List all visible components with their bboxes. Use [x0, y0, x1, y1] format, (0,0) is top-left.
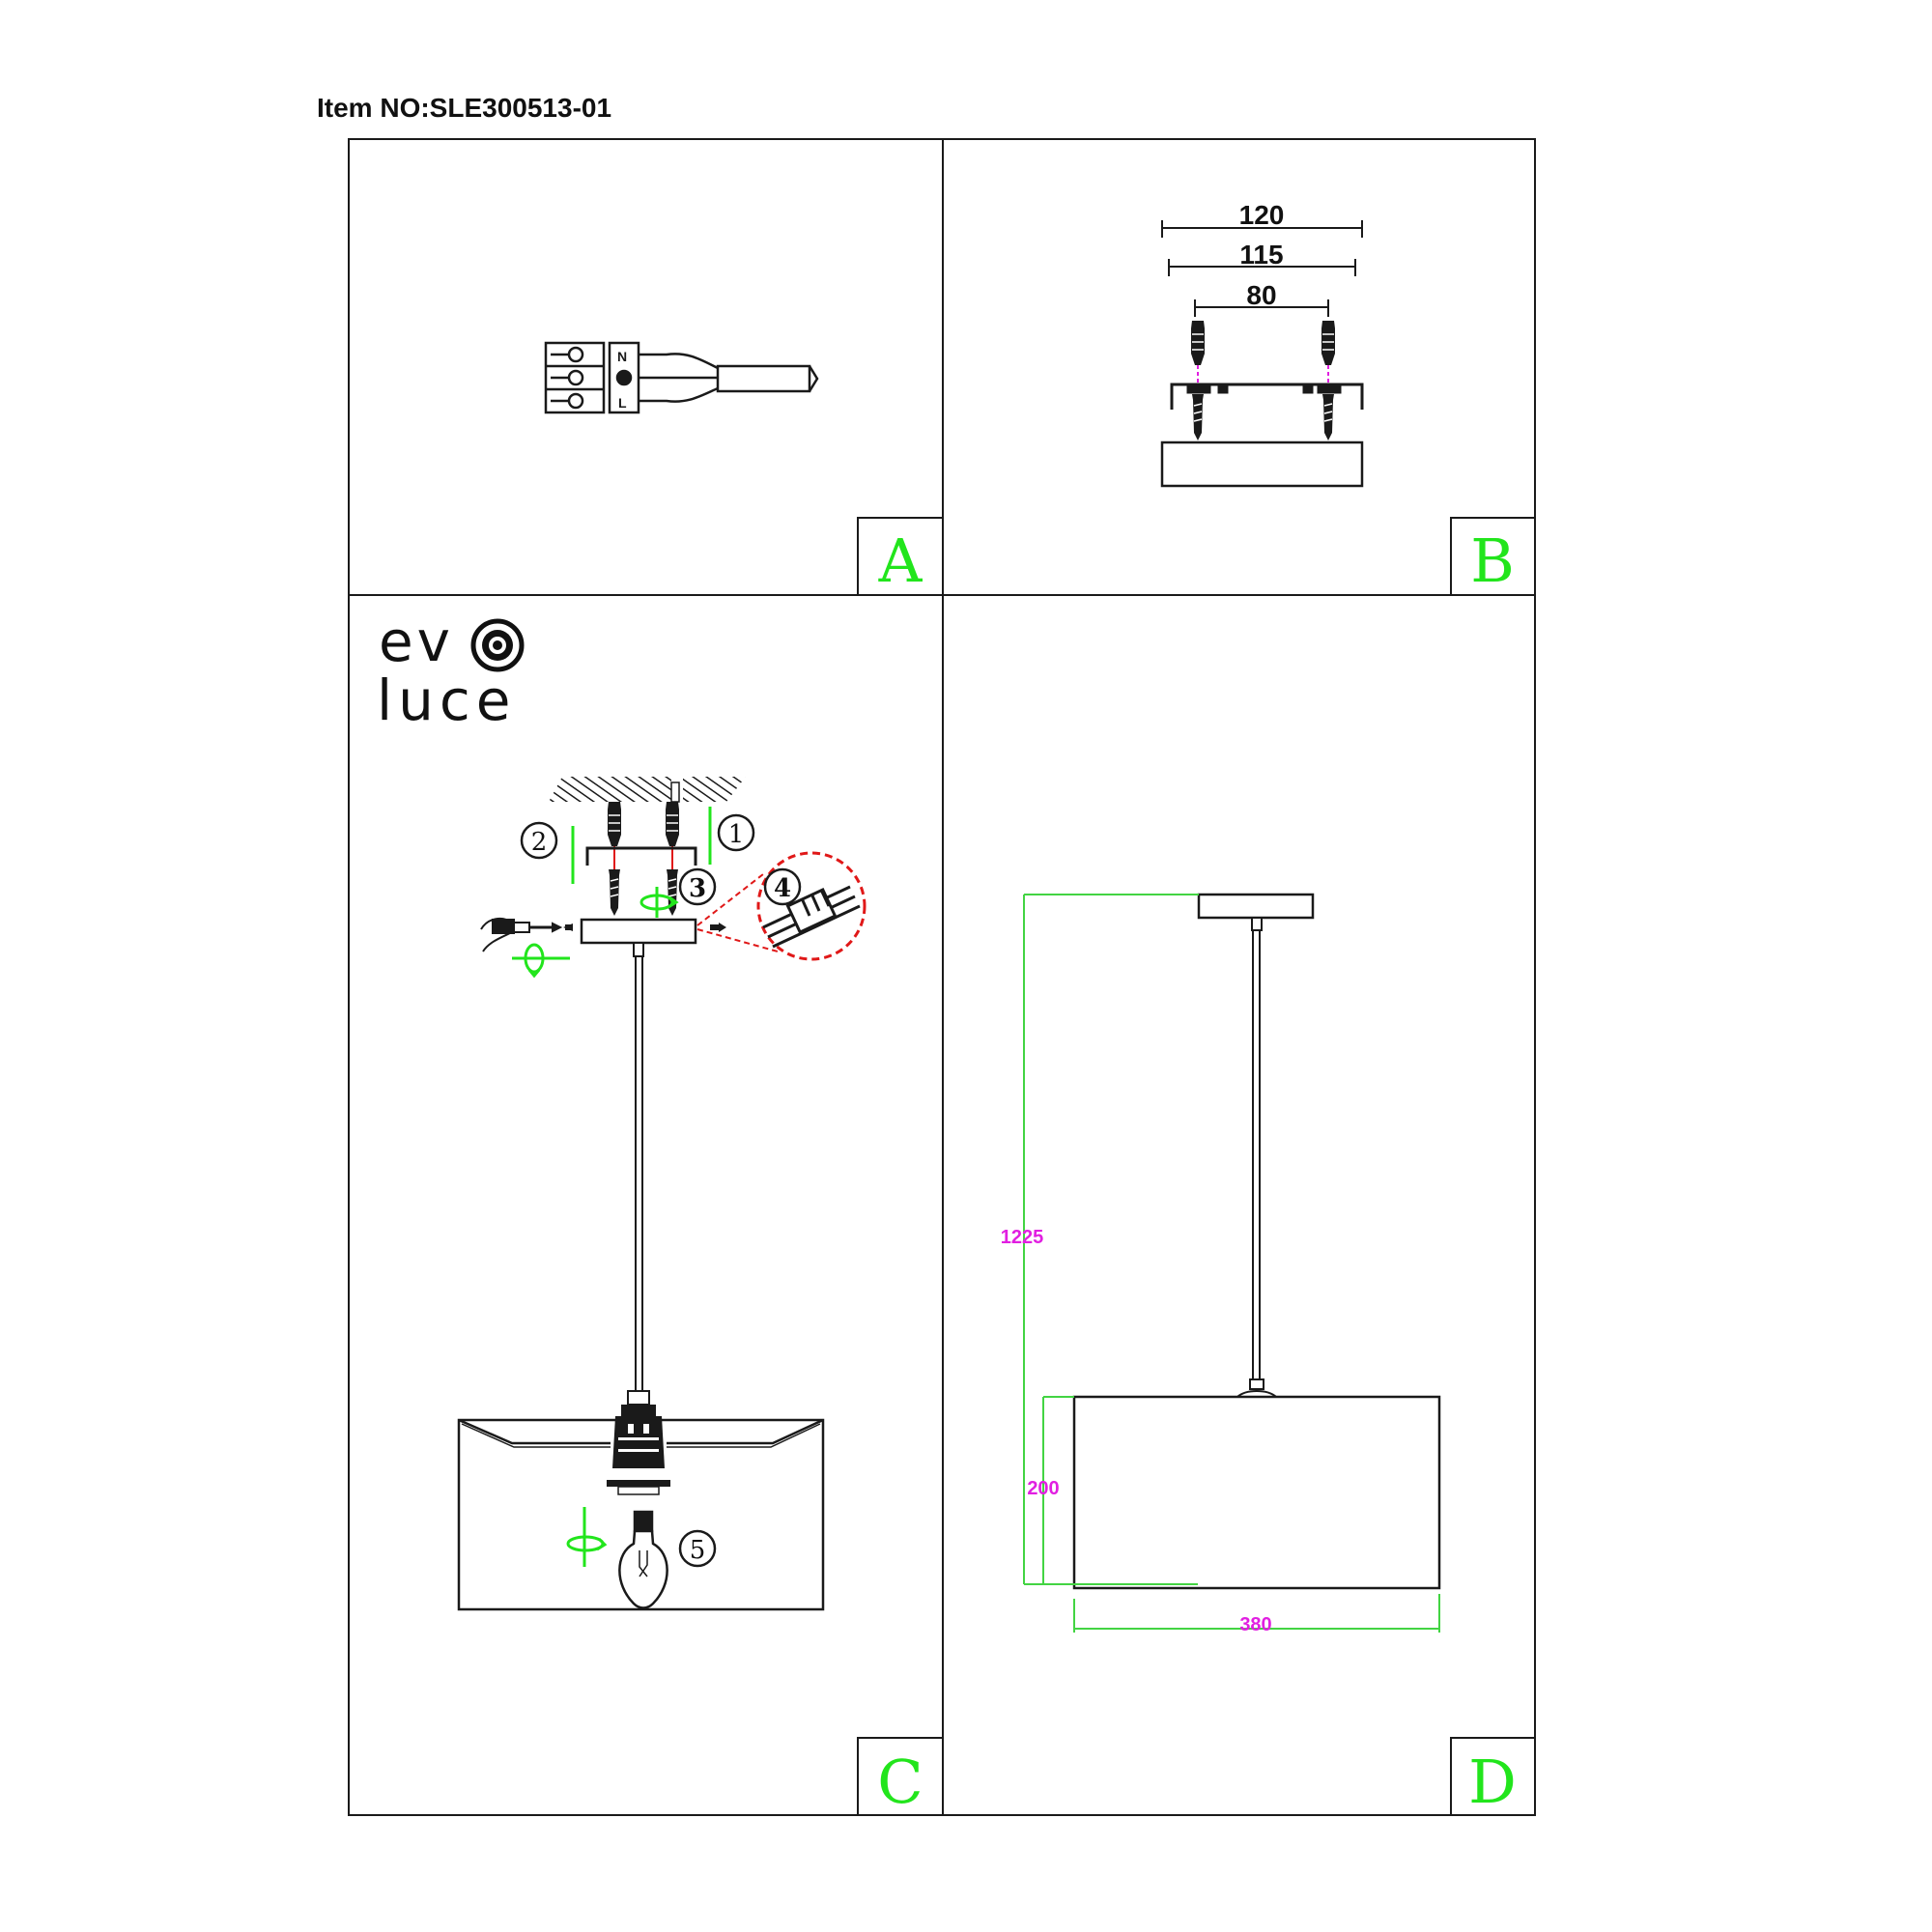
- dim-hole-spacing: 80: [1246, 280, 1276, 310]
- panel-c: 1 2 3: [457, 777, 867, 1611]
- screw-icon: [1321, 393, 1335, 441]
- panel-label-c-box: C: [857, 1737, 944, 1817]
- dimension-lines: [1161, 220, 1363, 317]
- wall-plug-icon: [607, 801, 622, 847]
- wall-plug-icon: [665, 801, 680, 847]
- ceiling-canopy: [1197, 893, 1315, 920]
- dim-shade-height: 200: [1027, 1478, 1059, 1499]
- step-number-4: 4: [774, 874, 791, 903]
- panel-b: 120 115 80: [1160, 200, 1364, 488]
- panel-label-b: B: [1470, 526, 1515, 596]
- lamp-shade: [1072, 1395, 1441, 1590]
- screwdriver-icon: [480, 917, 563, 952]
- panel-label-a: A: [878, 526, 923, 596]
- step-number-1: 1: [728, 820, 745, 849]
- panel-label-a-box: A: [857, 517, 944, 596]
- wall-plug-icon: [1190, 320, 1206, 366]
- terminal-block-icon: N L: [544, 341, 640, 414]
- step-badge-2: 2: [520, 821, 558, 860]
- lamp-socket: [607, 1390, 670, 1495]
- mounting-bracket: [585, 846, 697, 866]
- panel-label-d: D: [1468, 1747, 1517, 1817]
- step-number-2: 2: [531, 828, 548, 857]
- svg-text:N: N: [617, 349, 627, 364]
- ceiling-canopy: [1160, 440, 1364, 488]
- dim-overall-width: 120: [1239, 200, 1285, 230]
- step-number-5: 5: [690, 1536, 706, 1565]
- dimension-lines: [1023, 894, 1440, 1633]
- step-badge-4: 4: [763, 867, 802, 906]
- brand-logo: ev luce: [377, 609, 525, 733]
- step-number-3: 3: [689, 874, 706, 903]
- screw-icon: [608, 868, 621, 917]
- mounting-bracket: [1170, 383, 1364, 410]
- light-bulb-icon: [618, 1510, 668, 1609]
- power-cable-icon: [639, 353, 819, 403]
- panel-label-b-box: B: [1450, 517, 1536, 596]
- step-badge-1: 1: [717, 813, 755, 852]
- item-number: Item NO:SLE300513-01: [317, 93, 611, 123]
- dim-total-height: 1225: [1001, 1227, 1044, 1248]
- logo-text-bottom: luce: [377, 668, 516, 733]
- svg-text:L: L: [618, 395, 627, 411]
- step-badge-3: 3: [678, 867, 717, 906]
- wire-connector-icon: [762, 885, 861, 949]
- rotate-arrow-icon: [566, 1507, 608, 1567]
- dim-shade-width: 380: [1239, 1614, 1271, 1635]
- ceiling-canopy: [580, 918, 697, 945]
- panel-label-d-box: D: [1450, 1737, 1536, 1817]
- panel-d: 1225 200 380: [1001, 893, 1441, 1635]
- panel-label-c: C: [877, 1747, 923, 1817]
- concentric-circle-icon: [470, 618, 525, 672]
- dim-plate-width: 115: [1239, 240, 1283, 270]
- step-badge-5: 5: [678, 1529, 717, 1568]
- rotate-arrow-icon: [639, 887, 679, 918]
- wall-plug-icon: [1321, 320, 1336, 366]
- panel-a: N L: [544, 341, 819, 414]
- ceiling-hatch-icon: [549, 777, 746, 803]
- screw-icon: [1191, 393, 1205, 441]
- screw-icon: [666, 868, 679, 917]
- logo-text-top: ev: [379, 609, 454, 674]
- rotate-arrow-icon: [512, 943, 570, 979]
